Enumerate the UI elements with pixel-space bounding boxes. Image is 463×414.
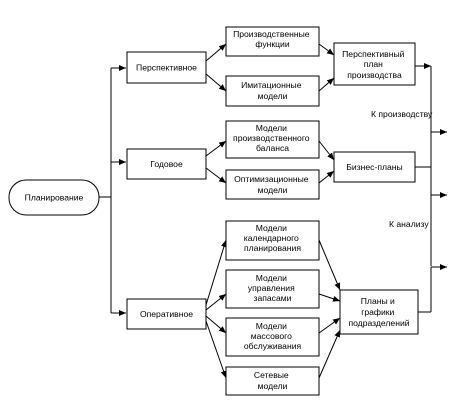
node-unit-plans: Планы и графики подразделений (339, 289, 419, 335)
node-perspective: Перспективное (126, 51, 207, 84)
perspective-plan-text: Перспективный план производства (342, 49, 407, 80)
planning-text: Планирование (25, 193, 84, 203)
connectors (99, 43, 447, 379)
node-production-functions: Производственные функции (225, 26, 320, 57)
annual-text: Годовое (150, 159, 183, 169)
network-models-text: Сетевые модели (254, 370, 291, 391)
node-inventory-models: Модели управления запасами (225, 269, 320, 309)
node-annual: Годовое (126, 148, 207, 180)
to-analysis-label: К анализу (389, 219, 429, 229)
optimization-models-text: Оптимизационные модели (234, 174, 311, 195)
inventory-models-text: Модели управления запасами (248, 273, 297, 303)
unit-plans-text: Планы и графики подразделений (348, 296, 409, 328)
mass-service-models-text: Модели массового обслуживания (244, 321, 302, 351)
node-operative: Оперативное (126, 298, 207, 330)
node-calendar-models: Модели календарного планирования (225, 220, 320, 261)
imitation-models-text: Имитационные модели (241, 80, 304, 101)
balance-models-text: Модели производственного баланса (233, 123, 312, 153)
node-network-models: Сетевые модели (225, 366, 320, 396)
calendar-models-text: Модели календарного планирования (244, 223, 302, 253)
node-business-plans: Бизнес-планы (333, 151, 416, 183)
operative-text: Оперативное (140, 309, 193, 319)
node-planning: Планирование (8, 179, 100, 216)
production-functions-text: Производственные функции (233, 29, 312, 49)
business-plans-text: Бизнес-планы (346, 162, 402, 172)
perspective-text: Перспективное (136, 63, 197, 73)
to-production-label: К производству (371, 109, 433, 119)
node-mass-service-models: Модели массового обслуживания (225, 317, 320, 357)
node-balance-models: Модели производственного баланса (225, 120, 320, 159)
node-imitation-models: Имитационные модели (225, 75, 320, 107)
node-optimization-models: Оптимизационные модели (225, 169, 320, 200)
node-perspective-plan: Перспективный план производства (333, 42, 416, 86)
